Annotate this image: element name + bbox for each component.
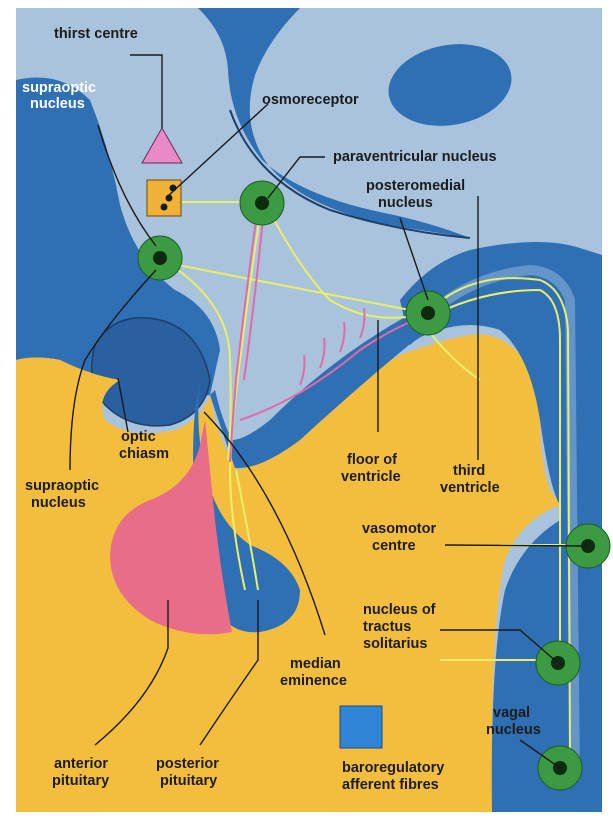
label-floor-of-ventricle-2: ventricle (341, 469, 401, 485)
label-nts-3: solitarius (363, 636, 427, 652)
label-osmoreceptor: osmoreceptor (262, 92, 359, 108)
label-optic-chiasm-1: optic (121, 429, 156, 445)
supraoptic-nucleus-dot (138, 236, 182, 280)
label-optic-chiasm-2: chiasm (119, 446, 169, 462)
baroregulatory-legend-square (340, 706, 382, 748)
label-posterior-pituitary-1: posterior (156, 756, 219, 772)
label-posteromedial-2: nucleus (378, 195, 433, 211)
osmoreceptor-square (147, 180, 181, 216)
label-baroregulatory-1: baroregulatory (342, 760, 444, 776)
label-vasomotor-1: vasomotor (362, 521, 436, 537)
label-supraoptic-nucleus-top-2: nucleus (30, 96, 85, 112)
label-median-eminence-2: eminence (280, 673, 347, 689)
label-supraoptic-nucleus-top-1: supraoptic (22, 80, 96, 96)
label-vagal-1: vagal (493, 705, 530, 721)
label-vagal-2: nucleus (486, 722, 541, 738)
label-anterior-pituitary-1: anterior (54, 756, 108, 772)
label-floor-of-ventricle-1: floor of (347, 452, 397, 468)
label-supraoptic-bottom-1: supraoptic (25, 478, 99, 494)
label-anterior-pituitary-2: pituitary (52, 773, 109, 789)
posteromedial-nucleus-dot (406, 291, 450, 335)
label-paraventricular-nucleus: paraventricular nucleus (333, 149, 497, 165)
label-median-eminence-1: median (290, 656, 341, 672)
label-thirst-centre: thirst centre (54, 26, 138, 42)
label-nts-1: nucleus of (363, 602, 436, 618)
label-vasomotor-2: centre (372, 538, 416, 554)
label-baroregulatory-2: afferent fibres (342, 777, 439, 793)
label-posterior-pituitary-2: pituitary (160, 773, 217, 789)
paraventricular-nucleus-dot (240, 181, 284, 225)
label-posteromedial-1: posteromedial (366, 178, 465, 194)
label-nts-2: tractus (363, 619, 411, 635)
label-supraoptic-bottom-2: nucleus (31, 495, 86, 511)
label-third-ventricle-1: third (453, 463, 485, 479)
label-third-ventricle-2: ventricle (440, 480, 500, 496)
